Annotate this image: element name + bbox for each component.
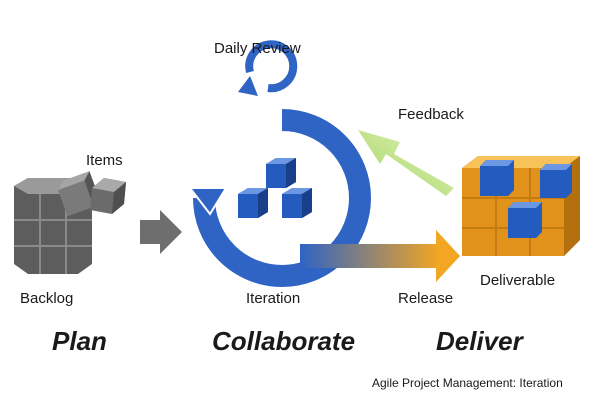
release-label: Release	[398, 290, 454, 307]
backlog-cubes-icon	[14, 171, 100, 274]
deliverable-cubes-icon	[462, 156, 580, 256]
daily-review-loop-icon	[238, 40, 298, 96]
feedback-label: Feedback	[398, 106, 464, 123]
release-arrow-icon	[300, 230, 460, 282]
phase-collaborate-label: Collaborate	[212, 326, 356, 356]
gray-arrow-icon	[140, 210, 182, 254]
iteration-cubes-icon	[238, 158, 312, 218]
phase-plan-label: Plan	[52, 326, 107, 356]
items-label: Items	[86, 152, 123, 169]
diagram-caption: Agile Project Management: Iteration	[372, 376, 563, 390]
phase-deliver-label: Deliver	[436, 326, 523, 356]
deliverable-label: Deliverable	[480, 272, 556, 289]
feedback-arrow-icon	[358, 130, 454, 196]
backlog-label: Backlog	[20, 290, 74, 307]
daily-review-label: Daily Review	[214, 40, 301, 57]
item-cube-icon	[90, 178, 126, 214]
iteration-label: Iteration	[246, 290, 301, 307]
